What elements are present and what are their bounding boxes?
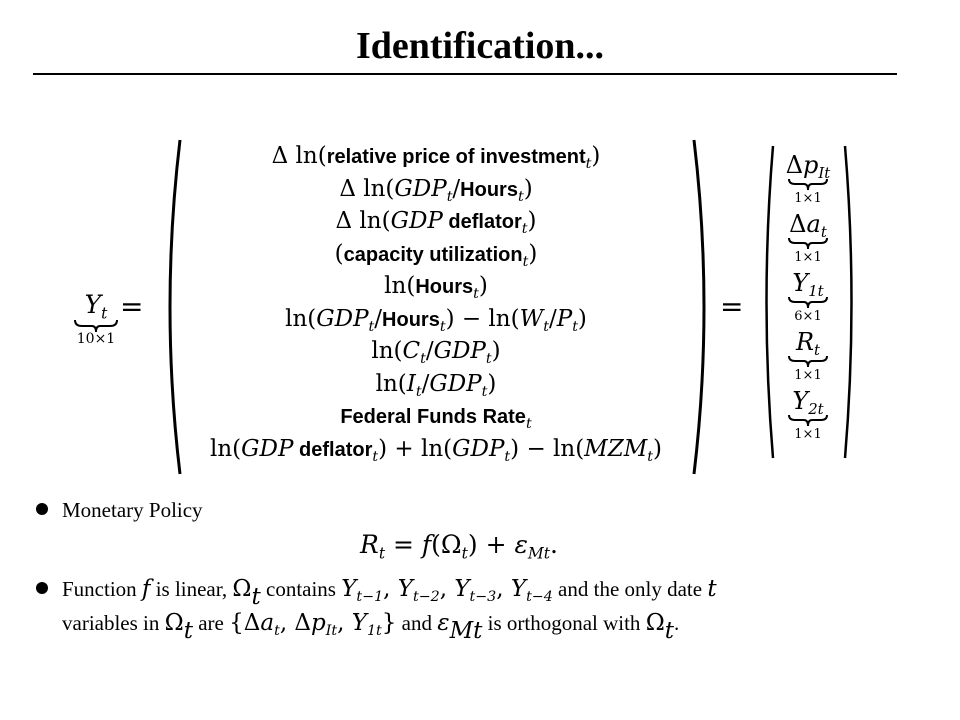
row-investment-ratio: ln(It/GDPt) [375, 370, 497, 400]
row-capacity-utilization: (capacity utilizationt) [334, 240, 538, 270]
left-paren-small-icon [765, 145, 775, 459]
page-title: Identification... [355, 25, 605, 67]
block-delta-a: Δat 1×1 [788, 210, 828, 265]
equals-sign: = [120, 290, 144, 323]
underbrace-icon [788, 414, 828, 427]
policy-rule-equation: Rt = f(Ωt) + εMt. [360, 530, 558, 563]
block-y1: Y1t 6×1 [772, 270, 844, 329]
row-hours: ln(Hourst) [384, 273, 488, 302]
lhs-vector-label: Yt 10×1 [56, 290, 136, 347]
right-paren-small-icon [843, 145, 853, 459]
row-velocity: ln(GDP deflatort) + ln(GDPt) − ln(MZMt) [210, 435, 662, 465]
underbrace-icon [788, 237, 828, 250]
row-relative-price: Δ ln(relative price of investmentt) [271, 143, 601, 172]
underbrace-icon [788, 355, 828, 368]
right-paren-icon [692, 139, 706, 475]
bullet-monetary-policy: Monetary Policy [36, 498, 203, 523]
bullet2-line2: variables in Ωt are {Δat, ΔpIt, Y1t} and… [62, 610, 680, 645]
underbrace-icon [788, 178, 828, 191]
bullet2-line1: Function f is linear, Ωt contains Yt−1, … [36, 572, 916, 609]
lhs-dimension: 10×1 [76, 331, 116, 347]
row-gdp-hours-growth: Δ ln(GDPt/Hourst) [339, 175, 533, 205]
block-delta-p: ΔpIt 1×1 [785, 151, 831, 206]
block-r: Rt 1×1 [772, 329, 844, 388]
row-federal-funds-rate: Federal Funds Ratet [340, 406, 532, 432]
lhs-sub: t [101, 304, 108, 323]
row-consumption-ratio: ln(Ct/GDPt) [371, 338, 501, 367]
bullet-icon [36, 503, 48, 515]
row-gdp-deflator-growth: Δ ln(GDP deflatort) [335, 208, 537, 237]
bullet-icon [36, 582, 48, 594]
observable-vector: Δ ln(relative price of investmentt) Δ ln… [172, 140, 700, 465]
block-y2: Y2t 1×1 [772, 388, 844, 447]
title-rule [33, 73, 897, 75]
lhs-symbol: Y [84, 290, 102, 319]
equals-sign-2: = [720, 290, 744, 323]
underbrace-icon [74, 319, 118, 333]
left-paren-icon [168, 139, 182, 475]
row-labor-share: ln(GDPt/Hourst) − ln(Wt/Pt) [285, 305, 587, 335]
bullet-function-linear: Function f is linear, Ωt contains Yt−1, … [36, 572, 916, 645]
partitioned-vector: ΔpIt 1×1 Δat 1×1 Y1t 6×1 Rt 1×1 Y2t 1×1 [772, 152, 844, 447]
underbrace-icon [788, 296, 828, 309]
